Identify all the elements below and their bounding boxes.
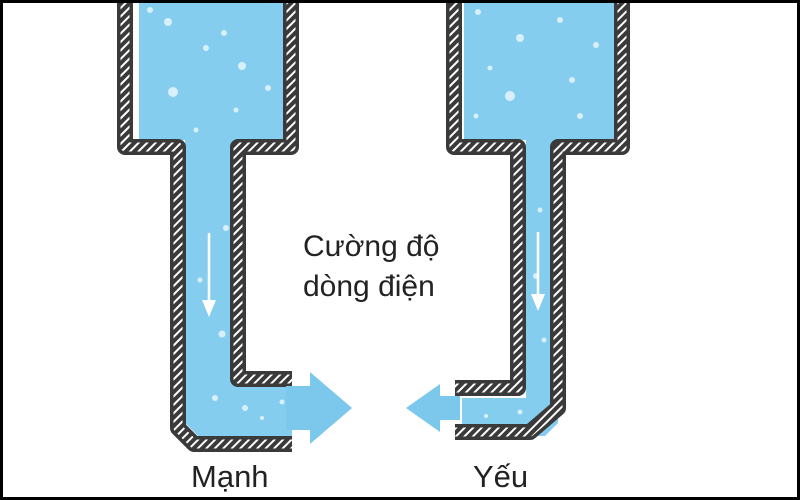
weak-label: Yếu [473,459,529,494]
diagram-frame: Cường độ dòng điện Mạnh Yếu [3,3,797,497]
current-intensity-line-1: Cường độ [303,230,440,263]
strong-outlet-arrow-icon [286,372,352,444]
right-pipe-water [462,3,614,436]
water-pipe-diagram [117,3,630,452]
weak-outlet-arrow-icon [406,384,460,432]
current-intensity-label: Cường độ dòng điện [303,227,503,307]
current-intensity-line-2: dòng điện [303,270,435,303]
strong-label: Mạnh [191,459,269,494]
wide-pipe-icon [117,3,299,452]
right-down-arrow-icon [531,232,545,311]
narrow-pipe-icon [446,3,630,440]
left-pipe-bubbles [147,7,285,420]
right-pipe-bubbles [473,9,599,418]
left-down-arrow-icon [202,233,216,317]
left-pipe-water [139,3,292,436]
